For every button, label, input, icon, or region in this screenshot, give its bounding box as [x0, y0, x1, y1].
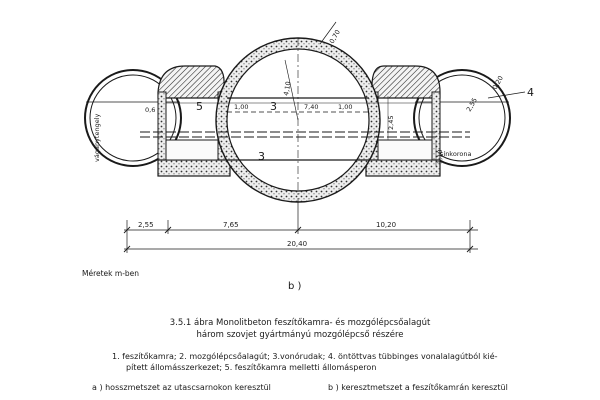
- legend-line-1: 1. feszítőkamra; 2. mozgólépcsőalagút; 3…: [112, 352, 498, 361]
- dim-right-radius: 2,55: [465, 96, 479, 113]
- legend-line-2: pített állomásszerkezet; 5. feszítőkamra…: [126, 363, 377, 372]
- units-note: Méretek m-ben: [82, 269, 140, 278]
- part-5: 5: [196, 100, 203, 113]
- right-platform-box: [377, 139, 433, 161]
- dim-left-gap: 0,6: [145, 106, 155, 114]
- bottom-dimension-chain: [123, 200, 478, 253]
- right-hatched-cap: [371, 65, 441, 99]
- dim-radius: 4,10: [282, 81, 292, 97]
- dim-right-height: 2,45: [387, 116, 395, 130]
- right-base-slab: [365, 159, 441, 177]
- dim-left-side: 1,00: [234, 103, 248, 111]
- right-station-tunnel: [413, 69, 511, 167]
- dim-rail-height: 1,10: [436, 150, 444, 164]
- part-3-top: 3: [270, 100, 277, 113]
- dim-bottom-total: 20,40: [287, 240, 307, 248]
- left-base-slab: [157, 159, 231, 177]
- dim-bottom-mid: 7,65: [223, 221, 239, 229]
- section-a-caption: a ) hosszmetszet az utascsarnokon keresz…: [92, 383, 271, 392]
- subfigure-label: b ): [288, 281, 302, 292]
- left-platform-box: [165, 139, 219, 161]
- left-hatched-cap: [157, 65, 225, 99]
- part-4: 4: [527, 86, 534, 99]
- dim-center: 7,40: [304, 103, 318, 111]
- dim-bottom-left: 2,55: [138, 221, 154, 229]
- part-3-bottom: 3: [258, 150, 265, 163]
- section-b-caption: b ) keresztmetszet a feszítőkamrán keres…: [328, 383, 508, 392]
- dim-bottom-right: 10,20: [376, 221, 396, 229]
- figure-caption-title: 3.5.1 ábra Monolitbeton feszítőkamra- és…: [169, 318, 431, 328]
- dim-right-side: 1,00: [338, 103, 352, 111]
- figure-caption-subtitle: három szovjet gyártmányú mozgólépcső rés…: [196, 330, 404, 340]
- label-rail-axis: vágánytengely: [93, 113, 101, 162]
- dim-right-shell: 0,20: [491, 74, 505, 91]
- label-rail-head: sínkorona: [440, 150, 471, 158]
